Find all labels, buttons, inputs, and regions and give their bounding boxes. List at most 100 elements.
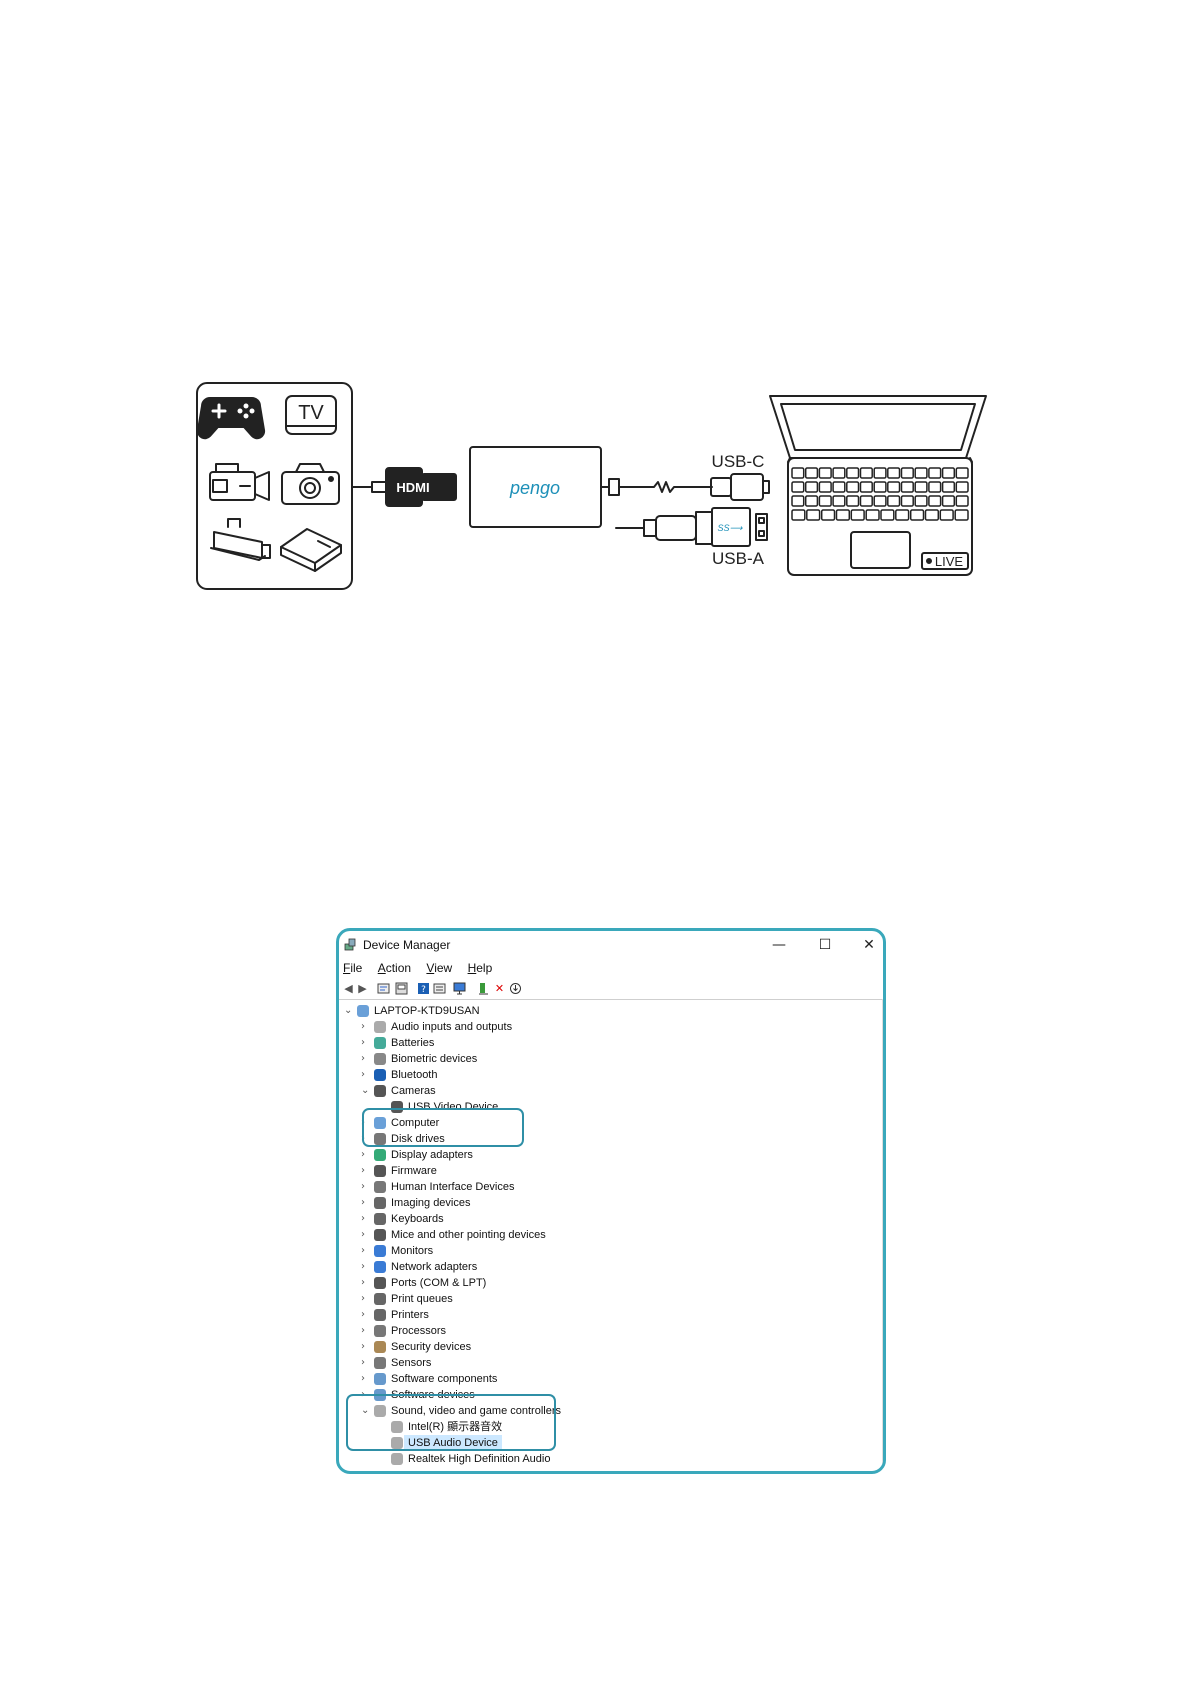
expand-chevron-icon[interactable]: ›: [361, 1357, 365, 1368]
tree-item-label: Computer: [391, 1117, 440, 1129]
keyboard-key: [914, 495, 928, 507]
keyboard-key: [955, 495, 969, 507]
properties-icon[interactable]: [377, 982, 390, 995]
keyboard-key: [900, 481, 914, 493]
expand-chevron-icon[interactable]: ›: [361, 1261, 365, 1272]
expand-chevron-icon[interactable]: ›: [361, 1277, 365, 1288]
expand-chevron-icon[interactable]: ›: [361, 1229, 365, 1240]
expand-chevron-icon[interactable]: ›: [361, 1165, 365, 1176]
software-component-icon: [374, 1373, 386, 1385]
computer-icon: [374, 1117, 386, 1129]
expand-chevron-icon[interactable]: ›: [361, 1197, 365, 1208]
tree-item-label: Intel(R) 顯示器音效: [408, 1421, 503, 1433]
close-button[interactable]: ✕: [863, 937, 875, 953]
tree-item-label: Print queues: [391, 1293, 453, 1305]
collapse-chevron-icon[interactable]: ⌄: [361, 1085, 370, 1096]
expand-chevron-icon[interactable]: ›: [361, 1325, 365, 1336]
tree-item-label: Biometric devices: [391, 1053, 478, 1065]
update-driver-icon[interactable]: [477, 982, 490, 995]
collapse-chevron-icon[interactable]: ⌄: [361, 1405, 370, 1416]
camcorder-icon: [209, 463, 270, 501]
tree-item-label: Keyboards: [391, 1213, 444, 1225]
maximize-button[interactable]: ☐: [818, 937, 832, 953]
keyboard-key: [832, 481, 846, 493]
tree-item-label: Firmware: [391, 1165, 437, 1177]
tree-item-label: Human Interface Devices: [391, 1181, 515, 1193]
keyboard-key: [818, 467, 832, 479]
keyboard-key: [846, 481, 860, 493]
menu-action[interactable]: Action: [377, 961, 412, 975]
expand-chevron-icon[interactable]: ›: [361, 1341, 365, 1352]
keyboard-key: [846, 467, 860, 479]
keyboard-key: [887, 467, 901, 479]
tv-label: TV: [298, 402, 324, 424]
expand-chevron-icon[interactable]: ›: [361, 1309, 365, 1320]
keyboard-key: [880, 509, 895, 521]
keyboard-key: [859, 495, 873, 507]
webcam-icon: [374, 1085, 386, 1097]
keyboard-key: [850, 509, 865, 521]
gamepad-icon: [196, 397, 266, 440]
tree-item-label: Cameras: [391, 1085, 436, 1097]
keyboard-key: [900, 495, 914, 507]
keyboard-key: [914, 467, 928, 479]
forward-icon[interactable]: ▶: [358, 982, 367, 995]
keyboard-key: [887, 481, 901, 493]
toolbar: ◀ ▶ ? ✕: [339, 979, 883, 1000]
keyboard-key: [791, 481, 805, 493]
tree-item-label: Disk drives: [391, 1133, 445, 1145]
keyboard-key: [791, 467, 805, 479]
back-icon[interactable]: ◀: [344, 982, 353, 995]
keyboard-key: [895, 509, 910, 521]
tree-item-label: Monitors: [391, 1245, 434, 1257]
expand-chevron-icon[interactable]: ›: [361, 1213, 365, 1224]
battery-icon: [374, 1037, 386, 1049]
view-icon[interactable]: [433, 982, 446, 995]
show-hidden-icon[interactable]: [395, 982, 408, 995]
keyboard-key: [909, 509, 925, 521]
expand-chevron-icon[interactable]: ›: [361, 1149, 365, 1160]
menu-file[interactable]: File: [343, 961, 363, 975]
expand-chevron-icon[interactable]: ›: [361, 1245, 365, 1256]
source-devices-panel: TV: [196, 382, 353, 590]
port-icon: [374, 1277, 386, 1289]
keyboard-key: [939, 509, 954, 521]
keyboard-key: [941, 481, 956, 493]
expand-chevron-icon[interactable]: ›: [361, 1373, 365, 1384]
menu-help[interactable]: Help: [467, 961, 493, 975]
tv-icon: TV: [285, 395, 337, 435]
uninstall-icon[interactable]: ✕: [494, 982, 505, 995]
keyboard-key: [941, 495, 956, 507]
monitor-scan-icon[interactable]: [453, 982, 466, 995]
expand-chevron-icon[interactable]: ›: [361, 1069, 365, 1080]
minimize-button[interactable]: —: [772, 937, 786, 953]
expand-chevron-icon[interactable]: ›: [361, 1293, 365, 1304]
tree-item-label: Ports (COM & LPT): [391, 1277, 487, 1289]
laptop-icon: LIVE: [769, 395, 987, 576]
keyboard-key: [804, 467, 819, 479]
menu-view[interactable]: View: [426, 961, 453, 975]
collapse-chevron-icon[interactable]: ⌄: [344, 1005, 353, 1016]
tree-item-label: Display adapters: [391, 1149, 473, 1161]
keyboard-key: [887, 495, 901, 507]
usb-c-label: USB-C: [712, 452, 765, 471]
enable-device-icon[interactable]: [509, 982, 522, 995]
keyboard-key: [835, 509, 851, 521]
expand-chevron-icon[interactable]: ›: [361, 1181, 365, 1192]
window-title: Device Manager: [363, 938, 451, 952]
keyboard-key: [865, 509, 880, 521]
brand-label: pengo: [509, 478, 560, 498]
hdmi-cable: HDMI: [351, 467, 457, 507]
usb-c-cable: USB-C: [600, 452, 770, 501]
expand-chevron-icon[interactable]: ›: [361, 1053, 365, 1064]
help-icon[interactable]: ?: [417, 982, 430, 995]
tree-item-label: Sensors: [391, 1357, 432, 1369]
expand-chevron-icon[interactable]: ›: [361, 1037, 365, 1048]
cameras-highlight-box: [362, 1108, 524, 1147]
expand-chevron-icon[interactable]: ›: [361, 1021, 365, 1032]
keyboard-key: [791, 495, 805, 507]
keyboard-key: [873, 467, 887, 479]
usb-a-label: USB-A: [712, 549, 765, 568]
keyboard-icon: [374, 1213, 386, 1225]
title-bar: Device Manager — ☐ ✕: [339, 931, 883, 961]
